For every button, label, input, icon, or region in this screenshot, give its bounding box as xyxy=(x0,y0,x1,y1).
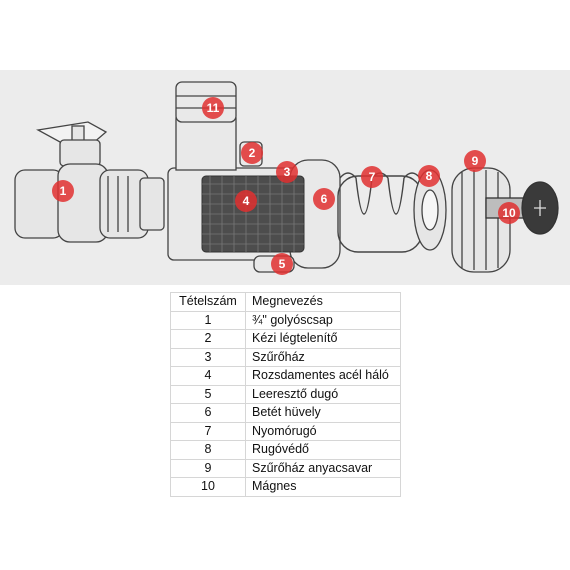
item-number: 3 xyxy=(170,347,246,367)
item-name: Betét hüvely xyxy=(245,403,401,423)
item-number: 10 xyxy=(170,477,246,497)
callout-5-label: 5 xyxy=(279,257,286,271)
item-number: 7 xyxy=(170,421,246,441)
callout-5: 5 xyxy=(271,253,293,275)
callout-4: 4 xyxy=(235,190,257,212)
item-number: 5 xyxy=(170,384,246,404)
header-item-number: Tételszám xyxy=(170,292,246,312)
item-name: Leeresztő dugó xyxy=(245,384,401,404)
callout-10: 10 xyxy=(498,202,520,224)
callout-4-label: 4 xyxy=(243,194,250,208)
callout-6-label: 6 xyxy=(321,192,328,206)
callout-1: 1 xyxy=(52,180,74,202)
item-number: 4 xyxy=(170,366,246,386)
ball-valve xyxy=(14,121,165,243)
housing-nut xyxy=(451,167,511,273)
item-number: 6 xyxy=(170,403,246,423)
callout-2-label: 2 xyxy=(249,146,256,160)
callout-10-label: 10 xyxy=(502,206,516,220)
callout-3-label: 3 xyxy=(284,165,291,179)
callout-11: 11 xyxy=(202,97,224,119)
callout-7: 7 xyxy=(361,166,383,188)
parts-table-header: Tételszám Megnevezés xyxy=(170,292,401,312)
item-name: Nyomórugó xyxy=(245,421,401,441)
callout-11-label: 11 xyxy=(207,101,220,115)
item-number: 1 xyxy=(170,310,246,330)
item-name: Rozsdamentes acél háló xyxy=(245,366,401,386)
item-name: Szűrőház xyxy=(245,347,401,367)
callout-1-label: 1 xyxy=(60,184,67,198)
item-number: 8 xyxy=(170,440,246,460)
item-name: Szűrőház anyacsavar xyxy=(245,458,401,478)
callout-9: 9 xyxy=(464,150,486,172)
item-name: Rugóvédő xyxy=(245,440,401,460)
stainless-mesh xyxy=(201,175,305,253)
item-number: 2 xyxy=(170,329,246,349)
callout-2: 2 xyxy=(241,142,263,164)
item-number: 9 xyxy=(170,458,246,478)
callout-7-label: 7 xyxy=(369,170,376,184)
exploded-view-diagram: 1 2 3 4 5 6 7 8 9 10 11 xyxy=(0,70,570,285)
item-name: ¾" golyóscsap xyxy=(245,310,401,330)
callout-8: 8 xyxy=(418,165,440,187)
callout-8-label: 8 xyxy=(426,169,433,183)
callout-9-label: 9 xyxy=(472,154,479,168)
callout-3: 3 xyxy=(276,161,298,183)
spring-guard xyxy=(413,169,447,251)
item-name: Mágnes xyxy=(245,477,401,497)
header-item-name: Megnevezés xyxy=(245,292,401,312)
item-name: Kézi légtelenítő xyxy=(245,329,401,349)
callout-6: 6 xyxy=(313,188,335,210)
